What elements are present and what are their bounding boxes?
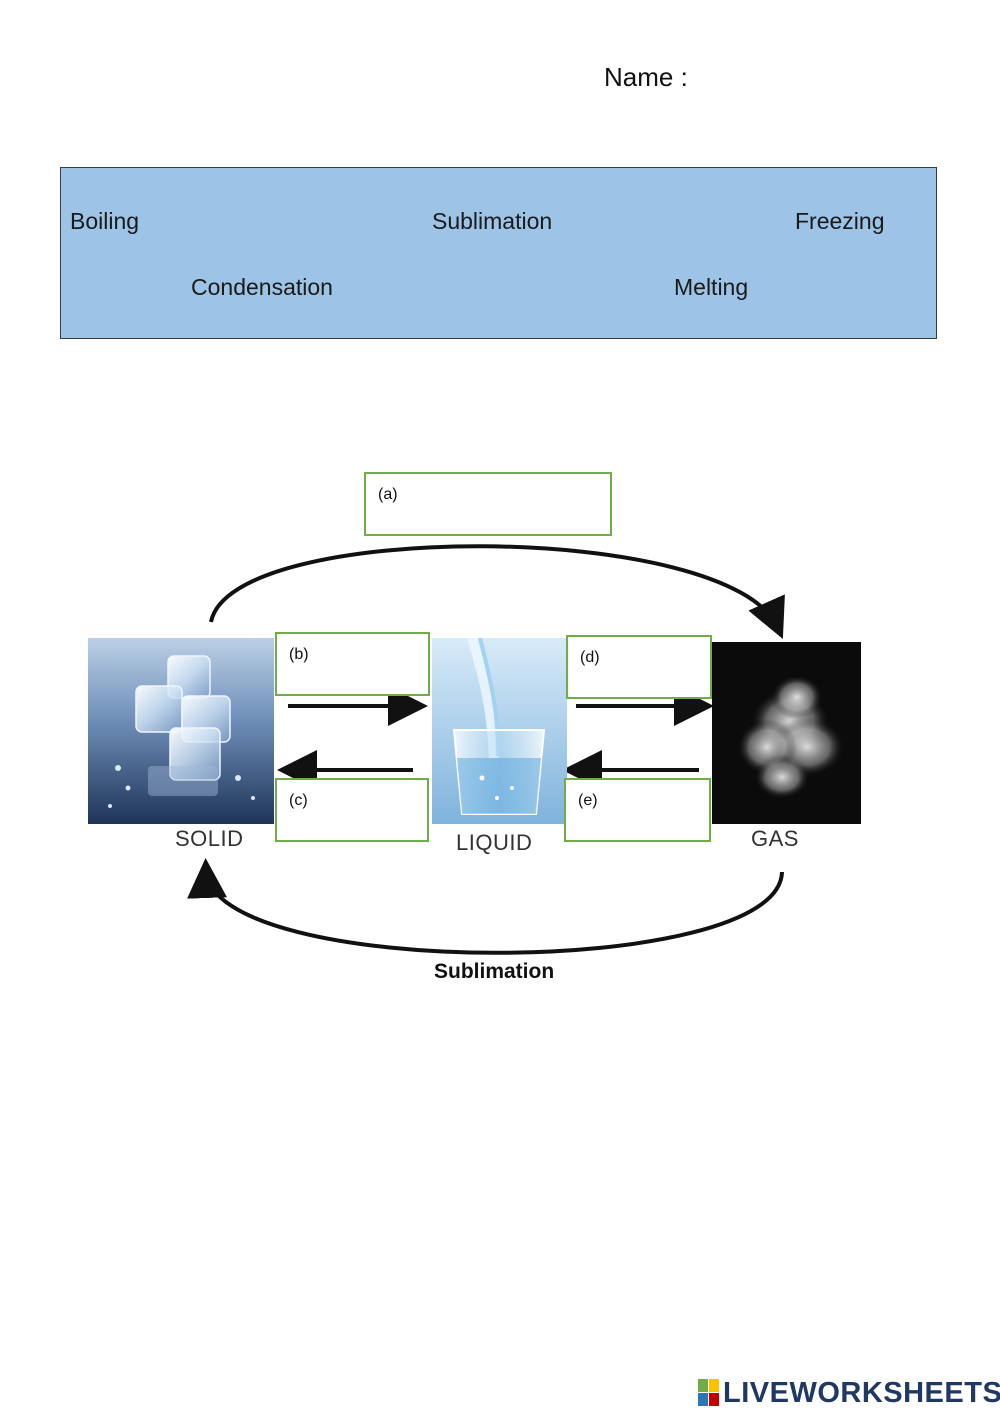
word-boiling: Boiling	[70, 208, 140, 234]
top-curve-arrow	[209, 544, 785, 639]
water-glass-icon	[432, 638, 567, 824]
bottom-curve-arrow	[187, 858, 784, 955]
state-label-liquid: LIQUID	[456, 830, 533, 855]
diagram-arrows	[187, 544, 785, 955]
liveworksheets-brand: LIVEWORKSHEETS	[723, 1376, 1000, 1409]
answer-box-a-label: (a)	[378, 486, 398, 503]
state-label-solid: SOLID	[175, 826, 244, 851]
solid-image	[88, 638, 274, 824]
gas-image	[712, 642, 861, 824]
answer-box-a[interactable]: (a)	[364, 472, 612, 536]
answer-box-b[interactable]: (b)	[275, 632, 430, 696]
answer-box-d-label: (d)	[580, 649, 600, 666]
word-melting: Melting	[674, 274, 749, 300]
ice-cubes-icon	[88, 638, 274, 824]
answer-box-b-label: (b)	[289, 646, 309, 663]
answer-box-c-label: (c)	[289, 792, 308, 809]
word-bank: Boiling Sublimation Freezing Condensatio…	[60, 167, 937, 339]
word-condensation: Condensation	[191, 274, 333, 300]
answer-box-c[interactable]: (c)	[275, 778, 429, 842]
liveworksheets-mark-icon	[698, 1379, 720, 1407]
sublimation-caption: Sublimation	[434, 960, 555, 983]
word-freezing: Freezing	[795, 208, 885, 234]
answer-box-d[interactable]: (d)	[566, 635, 712, 699]
answer-box-e[interactable]: (e)	[564, 778, 711, 842]
liquid-image	[432, 638, 567, 824]
state-label-gas: GAS	[751, 826, 799, 851]
liveworksheets-logo: LIVEWORKSHEETS	[698, 1376, 1000, 1410]
smoke-icon	[712, 642, 861, 824]
answer-box-e-label: (e)	[578, 792, 598, 809]
word-sublimation: Sublimation	[432, 208, 553, 234]
name-label: Name :	[604, 62, 688, 92]
